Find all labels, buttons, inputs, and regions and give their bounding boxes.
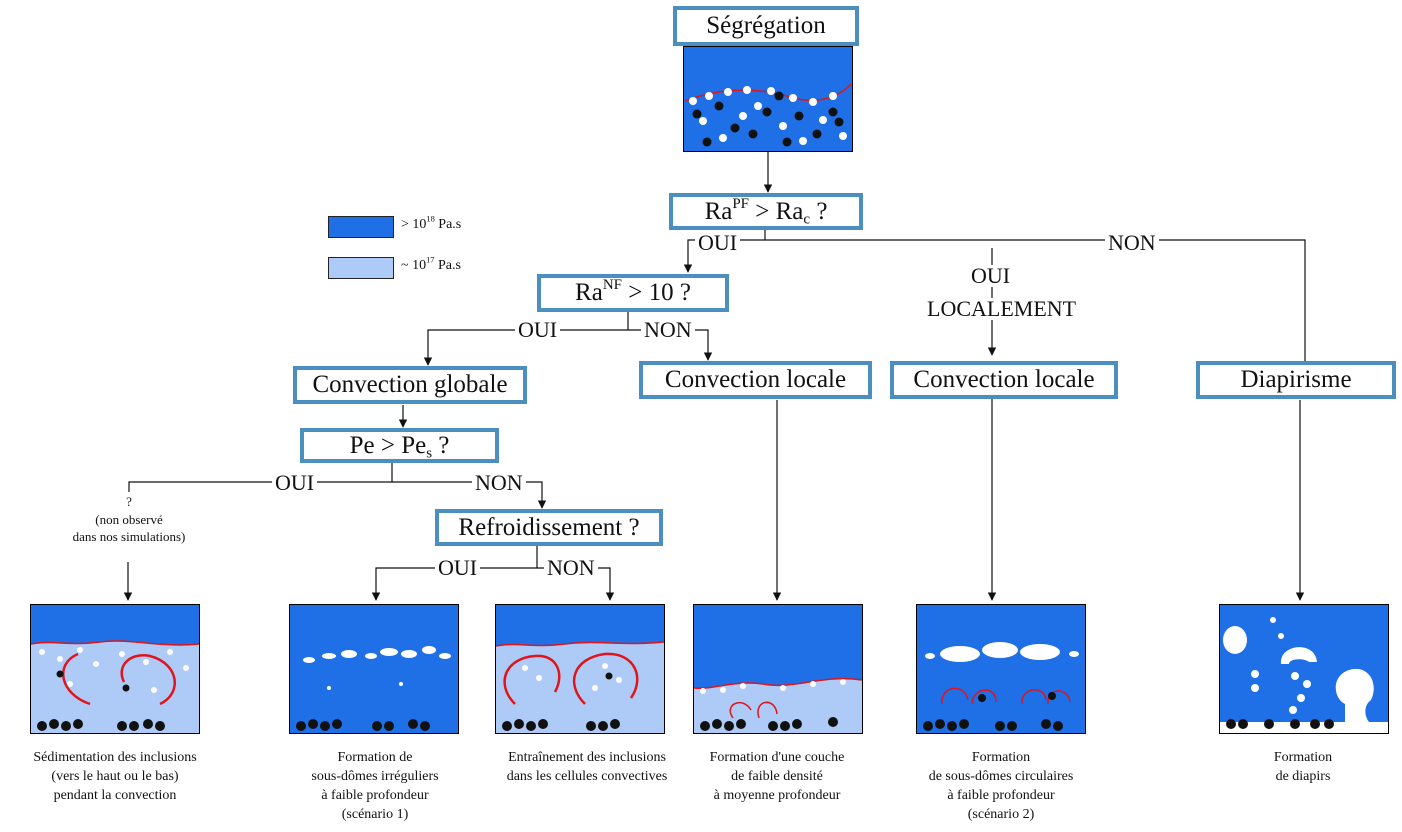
- convection-locale-label-1: Convection locale: [664, 366, 847, 393]
- panel-sedimentation: [30, 604, 200, 734]
- ra-nf-label: RaNF > 10 ?: [575, 276, 691, 306]
- segregation-panel: [683, 46, 853, 152]
- segregation-box: Ségrégation: [673, 6, 859, 46]
- refroidissement-label: Refroidissement ?: [458, 513, 640, 541]
- caption-sedimentation: Sédimentation des inclusions(vers le hau…: [33, 750, 197, 803]
- diapirisme-label: Diapirisme: [1240, 366, 1352, 393]
- branch-oui-1: OUI: [695, 232, 741, 254]
- panel-couche-faible-densite: [693, 604, 863, 734]
- branch-oui-2: OUI: [515, 319, 561, 341]
- branch-non-1: NON: [1105, 232, 1159, 254]
- legend-text-high: > 1018 Pa.s: [401, 214, 462, 232]
- branch-oui-localement-1: OUI: [968, 265, 1014, 287]
- branch-oui-3: OUI: [272, 472, 318, 494]
- panel-diapirs: [1219, 604, 1389, 734]
- branch-non-2: NON: [641, 319, 695, 341]
- convection-locale-box-1: Convection locale: [639, 361, 872, 399]
- segregation-label: Ségrégation: [706, 12, 826, 39]
- ra-pf-condition-box: RaPF > Rac ?: [669, 193, 863, 230]
- convection-globale-label: Convection globale: [312, 371, 508, 398]
- convection-locale-label-2: Convection locale: [913, 366, 1095, 393]
- branch-non-4: NON: [544, 557, 598, 579]
- convection-globale-box: Convection globale: [293, 366, 527, 404]
- branch-oui-4: OUI: [435, 557, 481, 579]
- panel-entrainement: [495, 604, 665, 734]
- legend-text-low: ~ 1017 Pa.s: [401, 255, 461, 273]
- legend-swatch-low-viscosity: [328, 257, 394, 279]
- convection-locale-box-2: Convection locale: [890, 361, 1118, 399]
- ra-pf-label: RaPF > Rac ?: [704, 195, 828, 227]
- pe-label: Pe > Pes ?: [349, 431, 450, 461]
- panel-sous-domes-circulaires: [916, 604, 1086, 734]
- pe-condition-box: Pe > Pes ?: [300, 428, 499, 463]
- diapirisme-box: Diapirisme: [1196, 361, 1396, 399]
- legend-swatch-high-viscosity: [328, 216, 394, 238]
- branch-non-3: NON: [472, 472, 526, 494]
- branch-oui-localement-2: LOCALEMENT: [924, 298, 1080, 320]
- panel-sous-domes-irreguliers: [289, 604, 459, 734]
- not-observed-note: ? (non observé dans nos simulations): [72, 494, 186, 545]
- ra-nf-condition-box: RaNF > 10 ?: [537, 274, 729, 312]
- refroidissement-box: Refroidissement ?: [435, 509, 663, 546]
